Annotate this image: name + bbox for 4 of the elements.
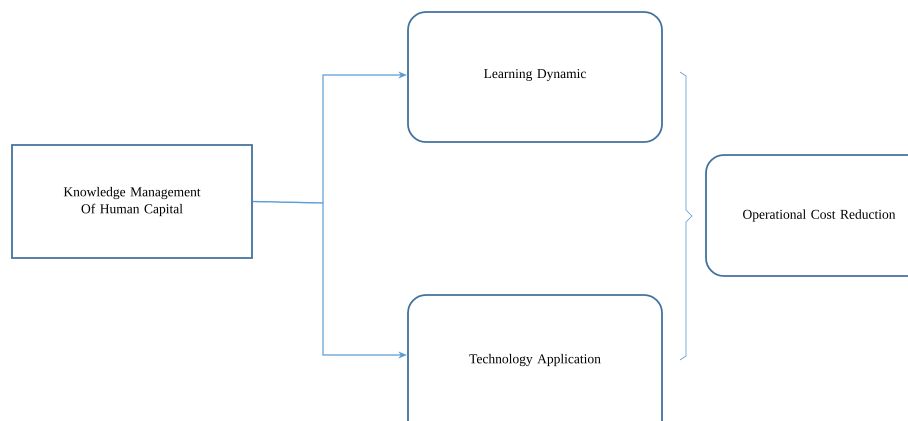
rounded-box: Operational Cost Reduction [705, 154, 908, 277]
rounded-box: Technology Application [407, 294, 663, 421]
rounded-box: Learning Dynamic [407, 11, 663, 143]
process-box: Knowledge Management Of Human Capital [11, 144, 253, 259]
